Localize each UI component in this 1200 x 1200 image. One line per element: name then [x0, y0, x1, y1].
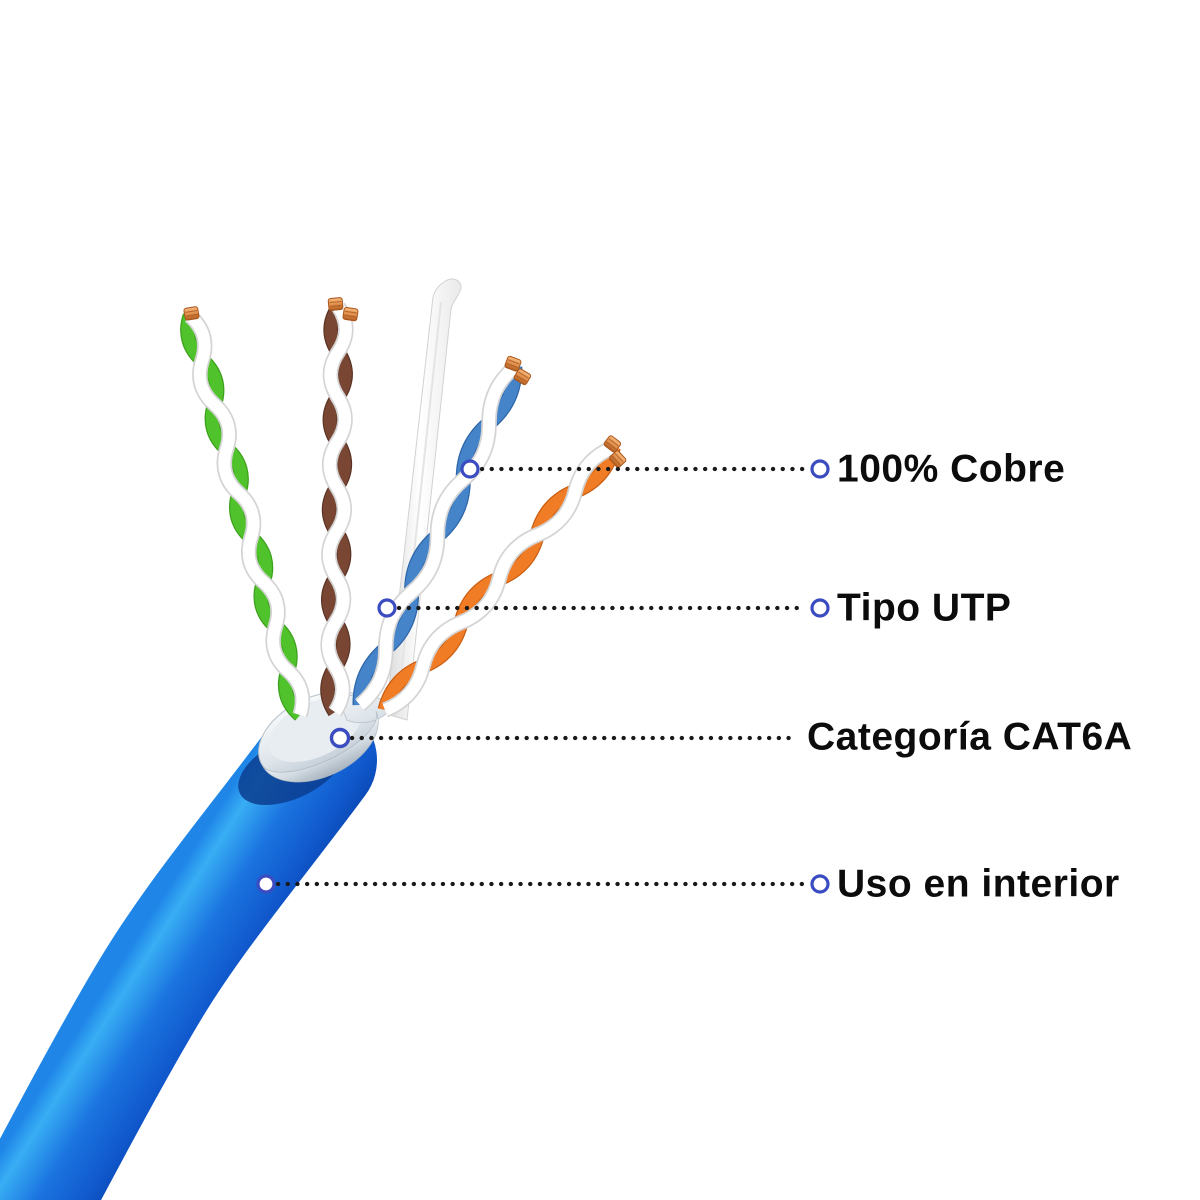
twisted-pair-green	[180, 306, 311, 721]
leader-marker-start	[329, 727, 351, 749]
leader-marker-end	[810, 598, 830, 618]
copper-tip	[342, 306, 359, 322]
leader-marker-start	[460, 459, 480, 479]
copper-tip	[327, 297, 344, 311]
copper-tip	[183, 306, 200, 321]
separator-crease	[396, 301, 442, 713]
white-wire	[382, 441, 616, 716]
twisted-pair-blue	[352, 355, 532, 711]
brown-wire	[321, 303, 352, 716]
copper-tip	[609, 450, 627, 468]
leader-marker-start	[377, 598, 397, 618]
annotation-label-utp: Tipo UTP	[837, 586, 1012, 630]
white-wire	[322, 303, 352, 716]
annotation-label-cat6a: Categoría CAT6A	[807, 715, 1133, 759]
white-wire	[185, 311, 309, 717]
twisted-pair-brown	[320, 297, 359, 717]
cable-jacket	[0, 701, 377, 1200]
leader-marker-end	[810, 459, 830, 479]
leader-line-cat6a	[329, 727, 793, 749]
leader-marker-start	[256, 874, 276, 894]
leader-line-interior	[256, 874, 830, 894]
annotation-label-interior: Uso en interior	[837, 862, 1120, 906]
green-wire	[181, 313, 305, 720]
white-wire	[356, 362, 519, 710]
copper-tip	[603, 435, 622, 453]
foil-collar-front-lip	[261, 711, 379, 783]
leader-marker-end	[810, 874, 830, 894]
copper-tip	[513, 368, 532, 386]
leader-line-cobre	[460, 459, 830, 479]
leader-line-utp	[377, 598, 830, 618]
annotation-label-cobre: 100% Cobre	[837, 447, 1066, 491]
twisted-pair-orange	[377, 435, 627, 718]
copper-tip	[504, 355, 522, 372]
